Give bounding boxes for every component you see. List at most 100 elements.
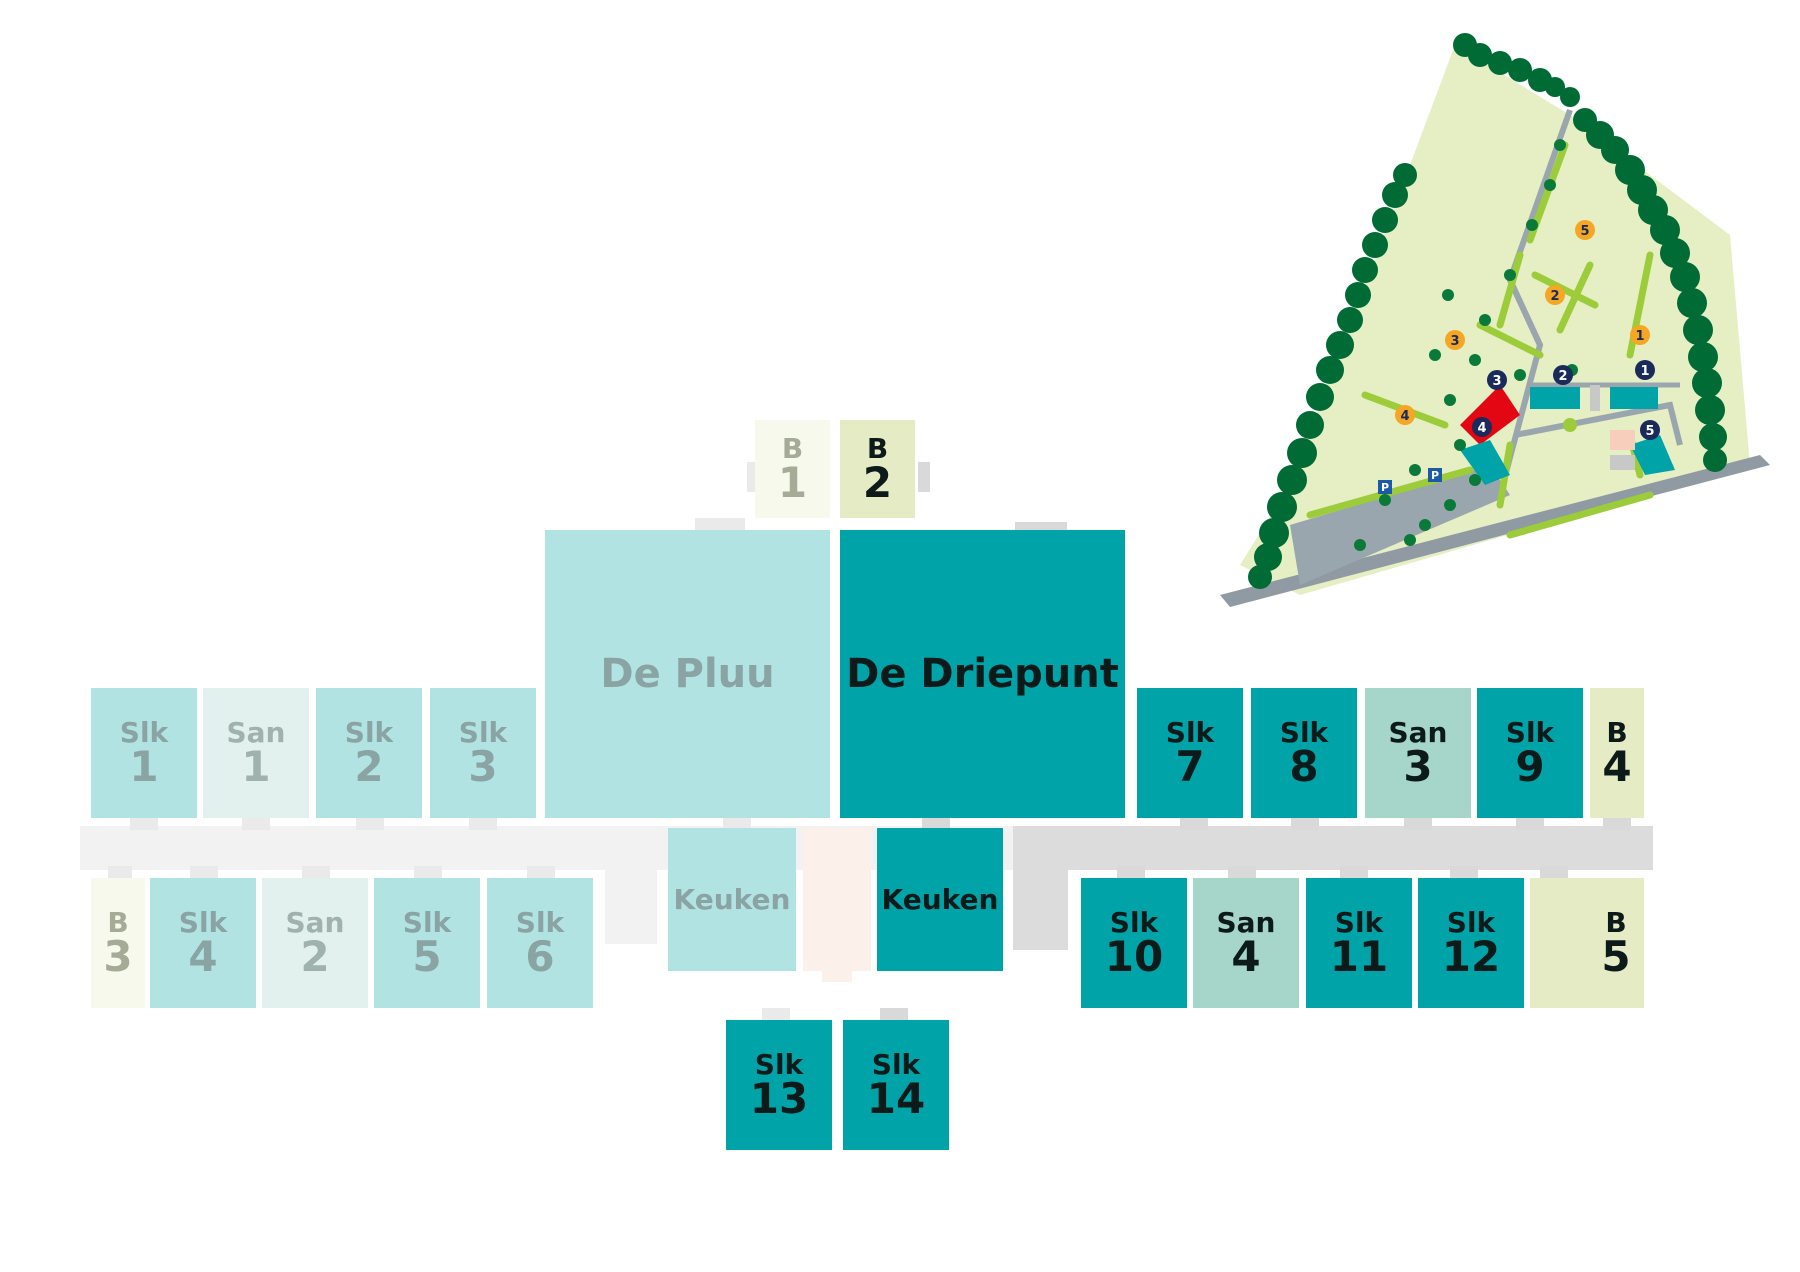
- connector: [414, 866, 442, 878]
- kitchen-right[interactable]: Keuken: [877, 828, 1003, 971]
- room-b5-label-wrap: B 5: [1588, 906, 1644, 981]
- connector: [527, 866, 555, 878]
- room-slk3[interactable]: Slk 3: [430, 688, 536, 818]
- room-type-label: Slk: [1505, 716, 1555, 749]
- building-number: 4: [1477, 421, 1486, 436]
- kitchen-left[interactable]: Keuken: [668, 828, 796, 971]
- room-slk13[interactable]: Slk 13: [726, 1020, 832, 1150]
- room-slk8[interactable]: Slk 8: [1251, 688, 1357, 818]
- room-number: 5: [1601, 932, 1631, 981]
- kitchen-label: Keuken: [673, 883, 791, 916]
- building-teal: [1630, 435, 1675, 475]
- building-number: 3: [1492, 374, 1501, 389]
- connector: [302, 866, 330, 878]
- connector: [918, 462, 930, 492]
- connector: [1291, 818, 1319, 830]
- field-number: 4: [1400, 409, 1409, 424]
- storage-room-light-stub: [822, 968, 852, 982]
- room-slk4[interactable]: Slk 4: [150, 878, 256, 1008]
- building-grey: [1590, 385, 1600, 411]
- building-number: 2: [1558, 369, 1567, 384]
- connector: [1180, 818, 1208, 830]
- storage-room-light: [803, 828, 871, 971]
- field-number: 3: [1450, 334, 1459, 349]
- scattered-trees: [1354, 139, 1656, 551]
- room-b1[interactable]: B 1: [755, 420, 830, 518]
- room-slk7[interactable]: Slk 7: [1137, 688, 1243, 818]
- room-san1[interactable]: San 1: [203, 688, 309, 818]
- site-path: [1507, 278, 1543, 347]
- connector: [1117, 866, 1145, 878]
- room-type-label: Slk: [1109, 906, 1159, 939]
- connector: [695, 518, 745, 530]
- hall-label: De Driepunt: [846, 651, 1119, 697]
- room-type-label: San: [285, 906, 345, 939]
- room-type-label: Slk: [344, 716, 394, 749]
- room-number: 4: [1602, 742, 1632, 791]
- room-san2[interactable]: San 2: [262, 878, 368, 1008]
- room-b4[interactable]: B 4: [1590, 688, 1644, 818]
- room-number: 3: [103, 932, 133, 981]
- room-type-label: B: [781, 432, 804, 465]
- room-type-label: San: [226, 716, 286, 749]
- room-type-label: B: [107, 906, 129, 939]
- room-number: 6: [525, 932, 555, 981]
- tree-line: [1248, 33, 1727, 589]
- room-number: 2: [354, 742, 384, 791]
- room-slk5[interactable]: Slk 5: [374, 878, 480, 1008]
- room-type-label: San: [1388, 716, 1448, 749]
- room-slk9[interactable]: Slk 9: [1477, 688, 1583, 818]
- connector: [723, 818, 751, 830]
- room-number: 10: [1104, 932, 1164, 981]
- room-type-label: Slk: [119, 716, 169, 749]
- room-type-label: Slk: [402, 906, 452, 939]
- room-type-label: Slk: [178, 906, 228, 939]
- room-number: 2: [862, 458, 893, 507]
- corridor-right-stub-down: [1013, 826, 1068, 950]
- connector: [1450, 866, 1478, 878]
- connector: [922, 818, 950, 830]
- connector: [108, 866, 132, 878]
- room-number: 9: [1515, 742, 1545, 791]
- room-san3[interactable]: San 3: [1365, 688, 1471, 818]
- connector: [880, 1008, 908, 1020]
- room-slk14[interactable]: Slk 14: [843, 1020, 949, 1150]
- room-slk6[interactable]: Slk 6: [487, 878, 593, 1008]
- room-number: 11: [1329, 932, 1389, 981]
- room-number: 14: [866, 1074, 926, 1123]
- room-slk12[interactable]: Slk 12: [1418, 878, 1524, 1008]
- room-number: 8: [1289, 742, 1319, 791]
- room-number: 3: [468, 742, 498, 791]
- room-number: 13: [749, 1074, 809, 1123]
- room-type-label: Slk: [1279, 716, 1329, 749]
- room-type-label: B: [1606, 716, 1628, 749]
- room-slk11[interactable]: Slk 11: [1306, 878, 1412, 1008]
- corridor-left-stub-down: [605, 826, 657, 944]
- connector: [1603, 818, 1631, 830]
- room-b5[interactable]: B 5: [1530, 878, 1644, 1008]
- room-number: 12: [1441, 932, 1501, 981]
- room-b3[interactable]: B 3: [91, 878, 145, 1008]
- building-teal: [1610, 387, 1658, 409]
- connector: [190, 866, 218, 878]
- room-number: 4: [1231, 932, 1261, 981]
- room-type-label: Slk: [515, 906, 565, 939]
- room-san4[interactable]: San 4: [1193, 878, 1299, 1008]
- hall-de-pluu[interactable]: De Pluu: [545, 530, 830, 818]
- room-b2[interactable]: B 2: [840, 420, 915, 518]
- connector: [242, 818, 270, 830]
- building-pink: [1610, 430, 1635, 450]
- building-grey: [1610, 455, 1635, 470]
- room-type-label: B: [1605, 906, 1627, 939]
- room-slk1[interactable]: Slk 1: [91, 688, 197, 818]
- site-road: [1220, 455, 1770, 607]
- room-slk2[interactable]: Slk 2: [316, 688, 422, 818]
- room-slk10[interactable]: Slk 10: [1081, 878, 1187, 1008]
- connector: [1404, 818, 1432, 830]
- room-type-label: San: [1216, 906, 1276, 939]
- connector: [469, 818, 497, 830]
- connector: [1540, 866, 1568, 878]
- hall-de-driepunt[interactable]: De Driepunt: [840, 530, 1125, 818]
- room-type-label: Slk: [754, 1048, 804, 1081]
- building-number: 5: [1645, 424, 1654, 439]
